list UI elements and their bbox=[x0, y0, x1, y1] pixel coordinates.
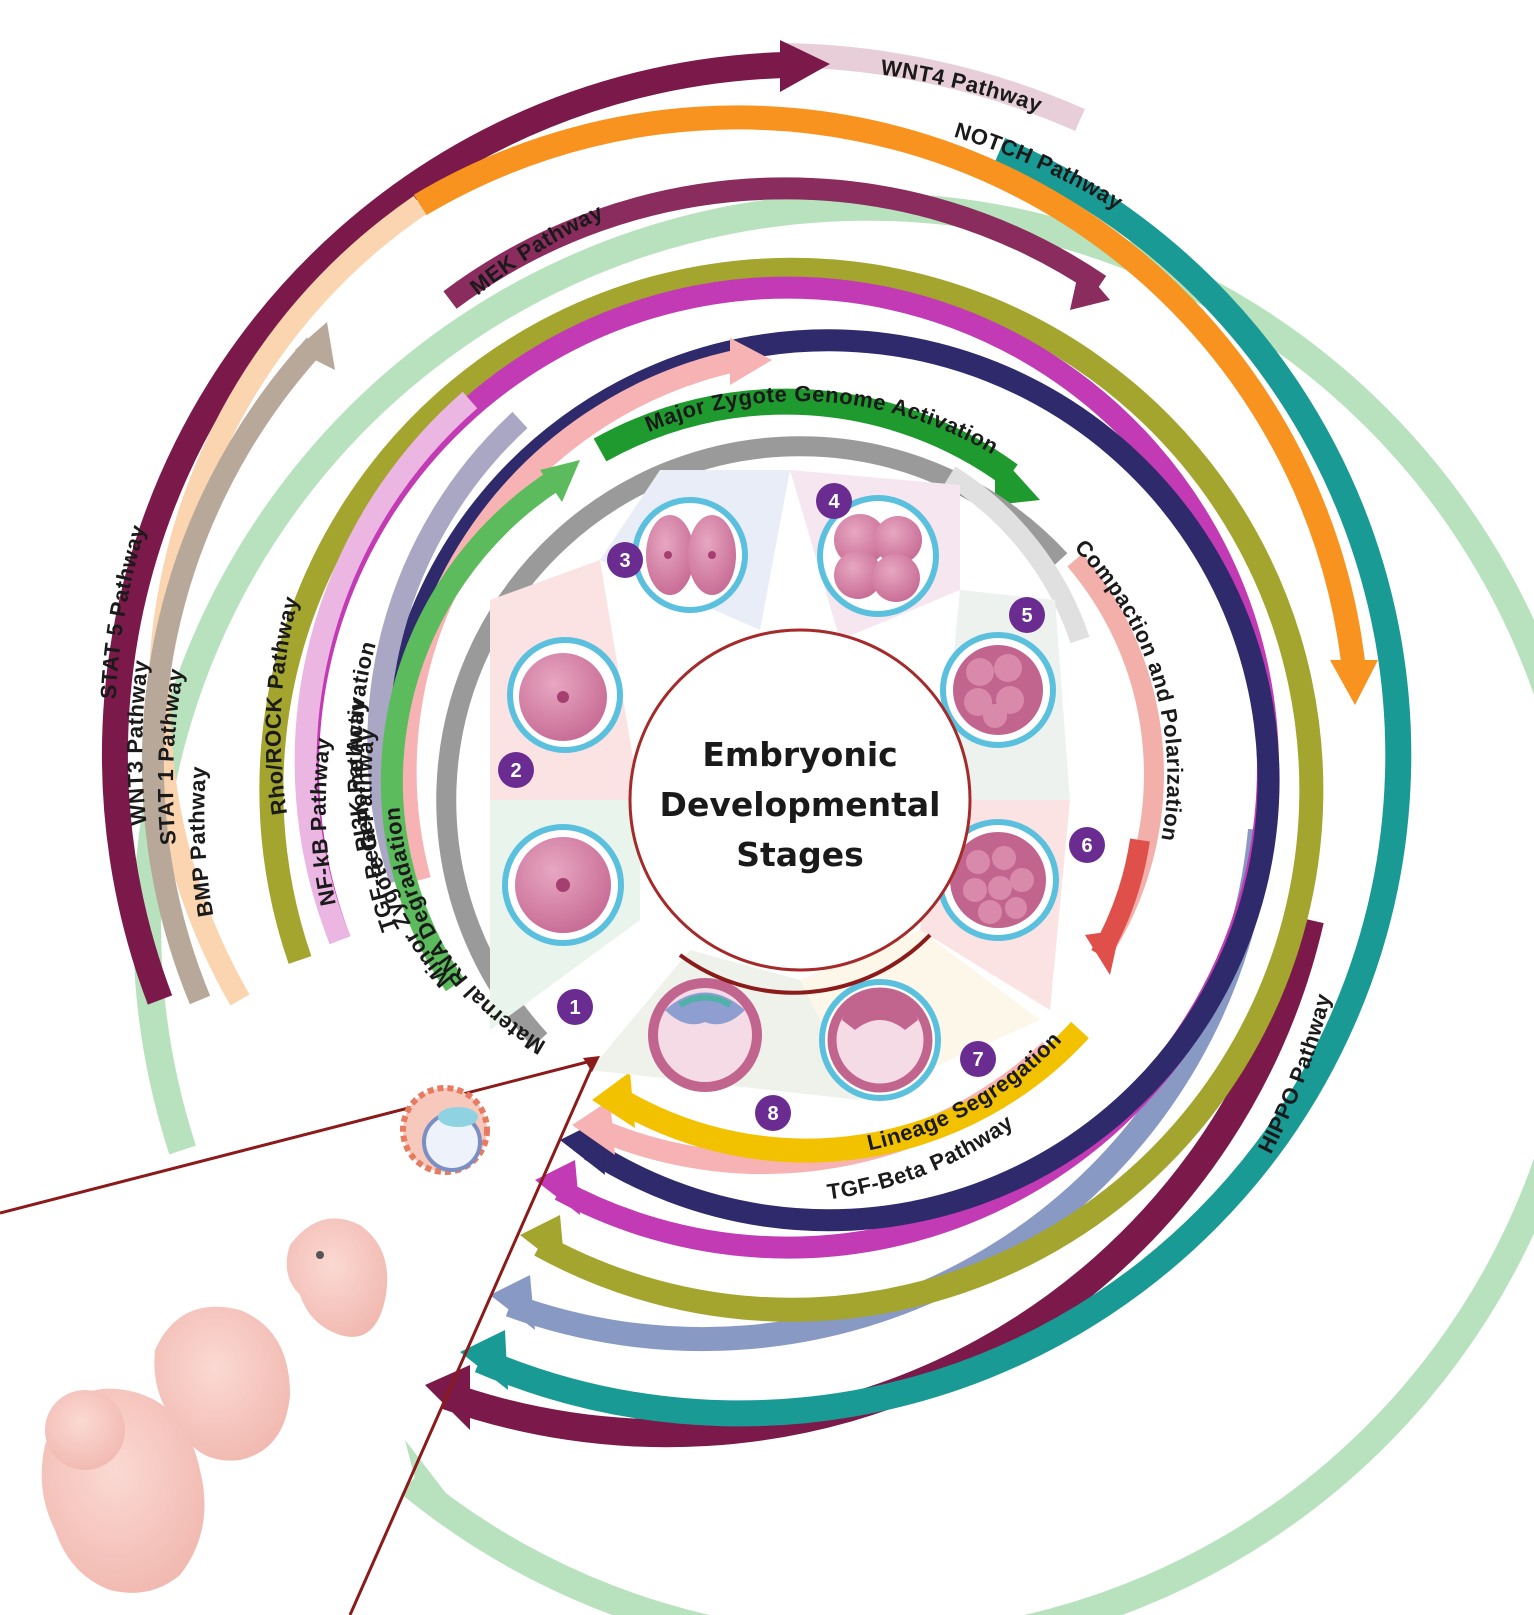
svg-text:5: 5 bbox=[1021, 605, 1032, 627]
ring-stat1 bbox=[141, 337, 324, 1005]
svg-text:8: 8 bbox=[767, 1103, 778, 1125]
ring-wnt3-lower bbox=[440, 916, 1324, 1448]
fetus-late bbox=[41, 1388, 205, 1593]
stage-badges: 1 2 3 4 5 6 7 8 bbox=[498, 483, 1105, 1131]
stage-badge-7: 7 bbox=[960, 1041, 996, 1077]
ring-bmp-arrowhead bbox=[1330, 660, 1378, 705]
ring-rho-arrowhead bbox=[520, 1215, 565, 1270]
stage-badge-5: 5 bbox=[1009, 597, 1045, 633]
center-hub: Embryonic Developmental Stages bbox=[628, 628, 972, 995]
ring-notch-arrowhead bbox=[460, 1330, 508, 1390]
ring-lineage bbox=[613, 1021, 1089, 1163]
stage-7-cell bbox=[819, 979, 941, 1101]
center-title-line-1: Embryonic bbox=[702, 735, 897, 774]
ring-nfkb-arrowhead bbox=[535, 1160, 580, 1215]
svg-text:2: 2 bbox=[510, 760, 521, 782]
svg-text:4: 4 bbox=[828, 491, 840, 513]
ring-tgfb-outer-arrowhead bbox=[730, 338, 772, 385]
ring-nfkb-fade bbox=[294, 391, 478, 945]
svg-text:3: 3 bbox=[619, 550, 630, 572]
svg-text:6: 6 bbox=[1081, 835, 1092, 857]
ring-major-zga bbox=[593, 388, 1018, 486]
ring-compaction-arrowhead bbox=[1085, 930, 1120, 975]
stage-8-cell bbox=[648, 978, 762, 1092]
ring-minor-zga-arrowhead bbox=[540, 460, 580, 502]
center-title-line-3: Stages bbox=[736, 835, 863, 874]
ring-wnt3 bbox=[101, 52, 786, 1005]
ring-stat5-arrowhead bbox=[405, 1440, 455, 1505]
ring-notch bbox=[474, 138, 1412, 1427]
stage-cells bbox=[502, 495, 1059, 1101]
stage-4-cell bbox=[817, 495, 939, 617]
fetus-mid bbox=[154, 1306, 290, 1461]
stage-badge-1: 1 bbox=[557, 989, 593, 1025]
stage-badge-6: 6 bbox=[1069, 827, 1105, 863]
ring-maternal bbox=[436, 436, 1068, 1047]
event-rings bbox=[380, 388, 1164, 1163]
ring-stat5 bbox=[133, 192, 1534, 1615]
ring-hippo-arrowhead bbox=[490, 1275, 535, 1330]
ring-maternal-fade bbox=[944, 466, 1090, 644]
stage-2-cell bbox=[507, 637, 623, 753]
stage-badge-2: 2 bbox=[498, 752, 534, 788]
stage-3-cell bbox=[632, 497, 748, 613]
ring-pi3k bbox=[377, 329, 1280, 1232]
stage-6-cell bbox=[937, 819, 1059, 941]
implanting-embryo bbox=[400, 1085, 490, 1175]
ring-rho bbox=[259, 257, 1324, 1322]
ring-mek-arrowhead bbox=[1070, 265, 1110, 310]
svg-text:1: 1 bbox=[569, 997, 580, 1019]
ring-mek bbox=[443, 177, 1107, 309]
ring-lineage-arrowhead bbox=[592, 1072, 635, 1128]
ring-minor-zga bbox=[380, 470, 562, 992]
fetus-early bbox=[286, 1218, 388, 1337]
zoom-callout bbox=[0, 1056, 600, 1615]
stage-badge-3: 3 bbox=[607, 542, 643, 578]
ring-bmp bbox=[413, 105, 1367, 682]
stage-1-cell bbox=[502, 824, 624, 946]
ring-stat1-arrowhead bbox=[295, 322, 335, 370]
svg-text:7: 7 bbox=[972, 1049, 983, 1071]
stage-5-cell bbox=[940, 632, 1056, 748]
center-title-line-2: Developmental bbox=[660, 785, 941, 824]
ring-wnt4 bbox=[779, 43, 1085, 131]
stage-badge-8: 8 bbox=[755, 1095, 791, 1131]
stage-badge-4: 4 bbox=[816, 483, 852, 519]
ring-major-zga-arrowhead bbox=[995, 450, 1040, 505]
ring-tgfb-inner-arrowhead bbox=[572, 1100, 615, 1155]
ring-wnt3-arrowhead bbox=[780, 40, 830, 92]
